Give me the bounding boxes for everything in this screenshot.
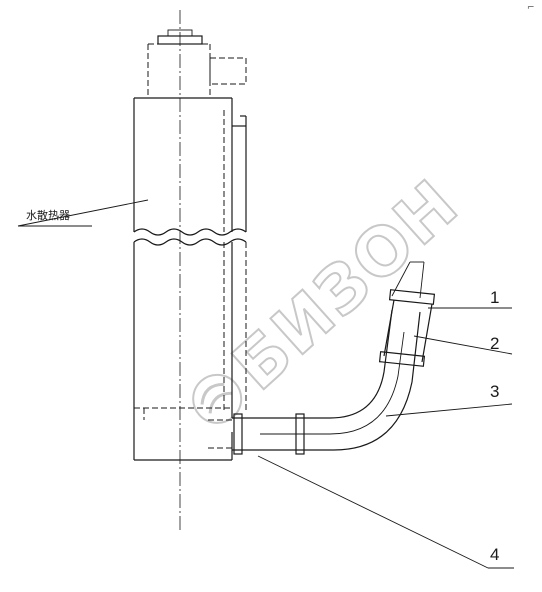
bent-hose <box>232 309 421 451</box>
leader-2 <box>413 335 513 355</box>
callout-3: 3 <box>490 382 499 401</box>
horizontal-clamp-assembly <box>233 413 305 455</box>
callout-1: 1 <box>490 288 499 307</box>
watermark: БИЗОН <box>192 164 474 424</box>
radiator-body <box>133 97 247 461</box>
radiator-label: 水散热器 <box>26 208 70 222</box>
watermark-text: БИЗОН <box>218 165 473 405</box>
radiator-cap <box>147 29 211 98</box>
leader-3 <box>385 403 513 417</box>
leader-radiator <box>17 199 149 227</box>
radiator-outlet-stub <box>208 419 232 449</box>
corner-mark: ⌐ <box>527 3 535 13</box>
upper-clamp-assembly <box>378 261 436 367</box>
callout-2: 2 <box>490 334 499 353</box>
side-outlet <box>209 57 247 85</box>
callout-4: 4 <box>490 545 499 564</box>
watermark-logo-icon <box>192 373 243 424</box>
leader-4 <box>257 455 489 569</box>
